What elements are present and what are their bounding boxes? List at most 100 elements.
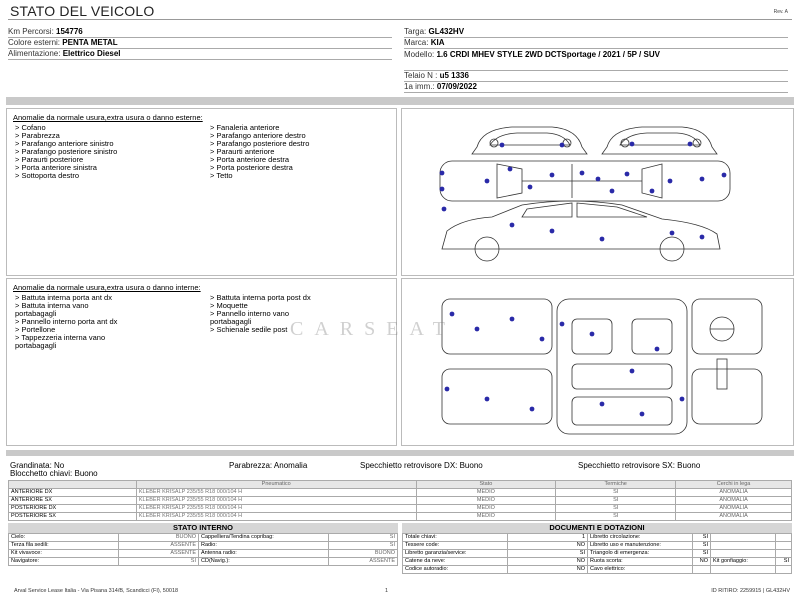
door-panel-left xyxy=(441,298,553,355)
doc-value: SI xyxy=(507,549,588,558)
doc-value: NO xyxy=(507,565,588,574)
tyre-model: KLEBER KRISALP 235/55 R18 000/104 H xyxy=(135,488,417,497)
list-item: > Parafango posteriore sinistro xyxy=(15,147,118,156)
km-value: 154776 xyxy=(56,27,83,36)
alloy-state: ANOMALIA xyxy=(675,504,792,513)
doc-label: Ruota scorta: xyxy=(587,557,693,566)
tyres-col-header: Cerchi in lega xyxy=(675,480,792,489)
fuel-row: Alimentazione: Elettrico Diesel xyxy=(8,49,392,60)
side-front-wheel xyxy=(474,236,500,262)
tyre-state: MEDIO xyxy=(415,496,557,505)
model-value: 1.6 CRDI MHEV STYLE 2WD DCTSportage / 20… xyxy=(436,50,660,59)
top-view-front-glass xyxy=(496,163,523,199)
vehicle-info-right: Targa: GL432HV Marca: KIA Modello: 1.6 C… xyxy=(404,27,788,93)
tyre-winter: SI xyxy=(555,496,677,505)
vehicle-info-left: Km Percorsi: 154776 Colore esterni: PENT… xyxy=(8,27,392,60)
doc-value xyxy=(692,565,711,574)
tyre-model: KLEBER KRISALP 235/55 R18 000/104 H xyxy=(135,512,417,521)
brand-value: KIA xyxy=(430,38,445,47)
doc-value: SI xyxy=(692,549,711,558)
internal-damage-heading: Anomalie da normale usura,extra usura o … xyxy=(13,283,201,292)
tyres-col-header xyxy=(8,480,137,489)
mirror-right-status: Specchietto retrovisore DX: Buono xyxy=(360,461,483,470)
list-item: > Schienale sedile post xyxy=(210,325,288,334)
table-row: ANTERIORE DX KLEBER KRISALP 235/55 R18 0… xyxy=(8,488,792,497)
internal-damage-list-1: > Battuta interna porta ant dx > Battuta… xyxy=(15,294,117,350)
list-item: > Porta anteriore sinistra xyxy=(15,163,97,172)
doc-value xyxy=(775,549,792,558)
internal-damage-list-2: > Battuta interna porta post dx > Moquet… xyxy=(210,294,311,334)
list-item: portabagagli xyxy=(210,317,252,326)
internal-car-diagram-panel xyxy=(401,278,794,446)
tyre-winter: SI xyxy=(555,512,677,521)
tyre-position: POSTERIORE DX xyxy=(8,504,137,513)
plate-value: GL432HV xyxy=(428,27,465,36)
doc-value: NO xyxy=(507,557,588,566)
interior-value: BUONO xyxy=(328,549,398,558)
alloy-state: ANOMALIA xyxy=(675,496,792,505)
tyres-col-header: Pneumatico xyxy=(135,480,417,489)
list-item: > Parafango anteriore sinistro xyxy=(15,139,114,148)
doc-label: Cavo elettrico: xyxy=(587,565,693,574)
list-item: > Parafango posteriore destro xyxy=(210,139,310,148)
side-view-outline xyxy=(441,200,721,250)
interior-value: ASSENTE xyxy=(118,541,199,550)
tyre-model: KLEBER KRISALP 235/55 R18 000/104 H xyxy=(135,496,417,505)
tyre-state: MEDIO xyxy=(415,512,557,521)
tyre-state: MEDIO xyxy=(415,488,557,497)
section-divider-bar xyxy=(6,97,794,105)
doc-label: Catene da neve: xyxy=(402,557,508,566)
table-row: Kit vivavoce: ASSENTE Antenna radio: BUO… xyxy=(8,549,398,558)
table-row: ANTERIORE SX KLEBER KRISALP 235/55 R18 0… xyxy=(8,496,792,505)
top-view-rear-glass xyxy=(641,163,663,199)
tyre-position: ANTERIORE SX xyxy=(8,496,137,505)
revision-label: Rev. A xyxy=(773,9,788,15)
interior-label: Navigatore: xyxy=(8,557,119,566)
doc-label xyxy=(710,565,776,574)
doc-label xyxy=(710,549,776,558)
interior-value: ASSENTE xyxy=(328,557,398,566)
list-item: > Moquette xyxy=(210,301,248,310)
doc-label xyxy=(710,541,776,550)
interior-label: Terza fila sedili: xyxy=(8,541,119,550)
doc-value: SI xyxy=(775,557,792,566)
tyre-position: ANTERIORE DX xyxy=(8,488,137,497)
doc-label: Triangolo di emergenza: xyxy=(587,549,693,558)
table-row: Libretto garanzia/service: SI Triangolo … xyxy=(402,549,792,558)
interior-label: Cielo: xyxy=(8,533,119,542)
external-car-diagram-panel xyxy=(401,108,794,276)
doc-label: Codice autoradio: xyxy=(402,565,508,574)
watermark-text: CARSEAT xyxy=(290,318,456,340)
colour-value: PENTA METAL xyxy=(62,38,118,47)
model-label: Modello: xyxy=(404,50,435,59)
plate-row: Targa: GL432HV xyxy=(404,27,788,38)
vin-row: Telaio N : u5 1336 xyxy=(404,71,788,82)
registration-value: 07/09/2022 xyxy=(436,82,477,91)
front-view-outline xyxy=(471,126,588,155)
tyre-state: MEDIO xyxy=(415,504,557,513)
tyres-col-header: Termiche xyxy=(555,480,677,489)
tyres-table: Pneumatico Stato Termiche Cerchi in lega… xyxy=(8,480,792,521)
interior-label: Antenna radio: xyxy=(198,549,329,558)
list-item: > Battuta interna porta post dx xyxy=(210,293,311,302)
interior-label: Cappelliera/Tendina copribag: xyxy=(198,533,329,542)
table-row: Codice autoradio: NO Cavo elettrico: xyxy=(402,565,792,574)
list-item: portabagagli xyxy=(15,309,57,318)
doc-label: Libretto circolazione: xyxy=(587,533,693,542)
table-header-row: Pneumatico Stato Termiche Cerchi in lega xyxy=(8,480,792,489)
internal-damage-markers xyxy=(444,311,685,417)
key-lock-status: Blocchetto chiavi: Buono xyxy=(10,469,98,478)
interior-label: CD(Navig.): xyxy=(198,557,329,566)
interior-status-title: STATO INTERNO xyxy=(8,523,398,533)
doc-value xyxy=(775,565,792,574)
footer-page-number: 1 xyxy=(385,588,389,594)
footer-id: ID RITIRO: 2259915 | GL432HV xyxy=(711,588,790,594)
page-title: STATO DEL VEICOLO xyxy=(10,3,155,19)
list-item: > Battuta interna vano xyxy=(15,301,89,310)
vin-value: u5 1336 xyxy=(439,71,469,80)
tyres-col-header: Stato xyxy=(415,480,557,489)
doc-label: Tessere code: xyxy=(402,541,508,550)
list-item: > Parafango anteriore destro xyxy=(210,131,306,140)
title-divider xyxy=(8,19,792,20)
windshield-status: Parabrezza: Anomalia xyxy=(229,461,308,470)
